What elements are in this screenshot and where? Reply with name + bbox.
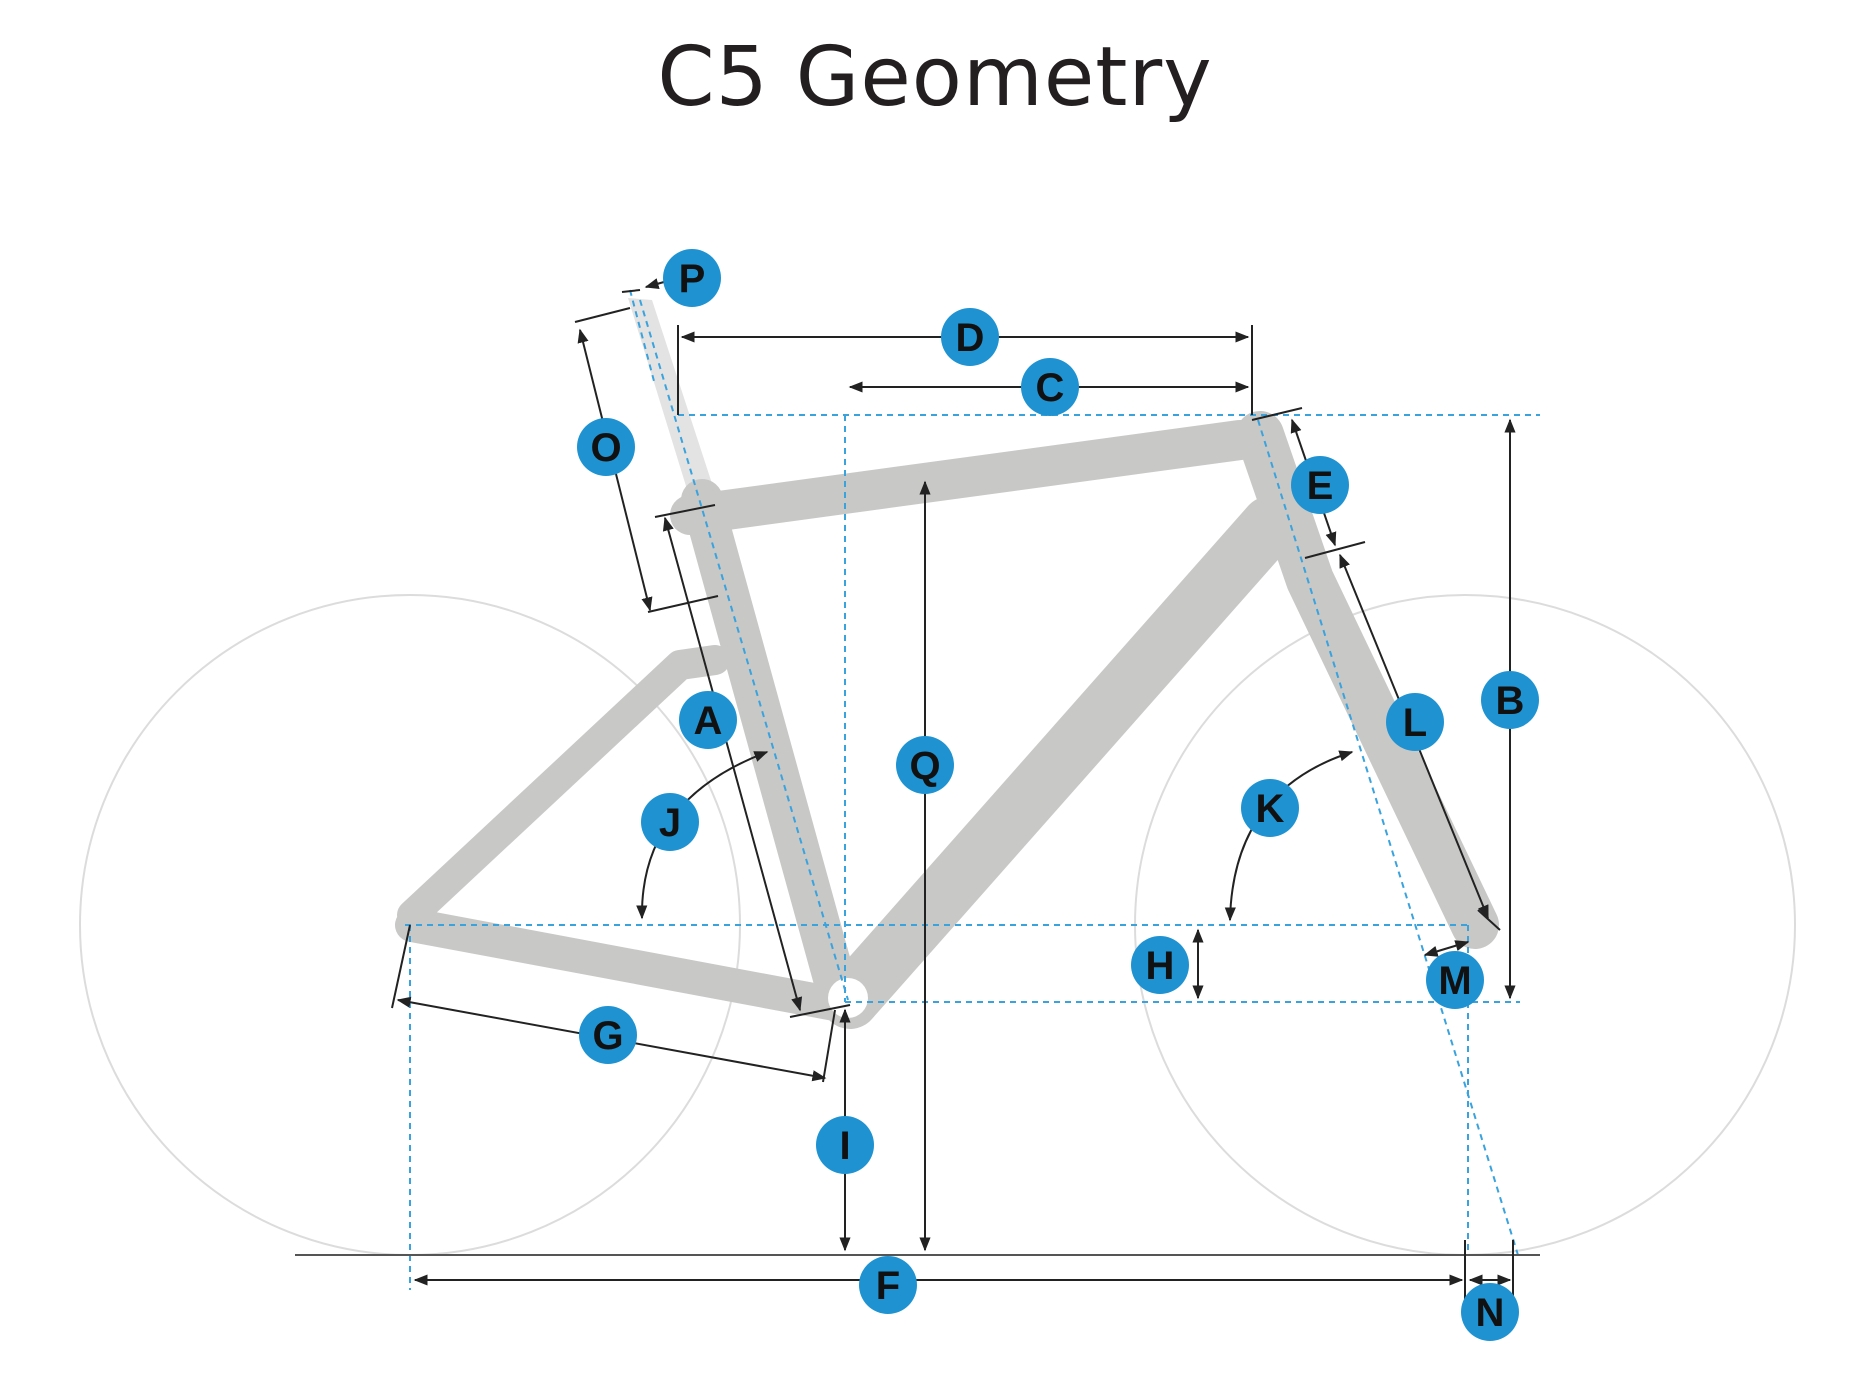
badge-b: B <box>1481 671 1539 729</box>
badge-label: J <box>659 801 681 845</box>
badge-label: L <box>1403 701 1427 745</box>
badge-q: Q <box>896 736 954 794</box>
badge-label: I <box>839 1124 850 1168</box>
badge-label: D <box>956 316 985 360</box>
badge-k: K <box>1241 779 1299 837</box>
badge-label: H <box>1146 944 1175 988</box>
badge-label: E <box>1307 464 1334 508</box>
badge-label: O <box>590 426 621 470</box>
badge-n: N <box>1461 1283 1519 1341</box>
badge-g: G <box>579 1006 637 1064</box>
badge-d: D <box>941 308 999 366</box>
badge-e: E <box>1291 456 1349 514</box>
label-badges: P D C O E B A L Q J K H M G I F N <box>577 249 1539 1341</box>
diagram-title: C5 Geometry <box>657 30 1213 125</box>
badge-label: A <box>694 699 723 743</box>
badge-label: M <box>1438 959 1471 1003</box>
badge-label: G <box>592 1014 623 1058</box>
badge-i: I <box>816 1116 874 1174</box>
badge-l: L <box>1386 693 1444 751</box>
badge-label: F <box>876 1264 900 1308</box>
badge-m: M <box>1426 951 1484 1009</box>
badge-label: P <box>679 257 706 301</box>
badge-p: P <box>663 249 721 307</box>
badge-j: J <box>641 793 699 851</box>
badge-label: B <box>1496 679 1525 723</box>
guide-lines <box>405 289 1540 1290</box>
bike-frame <box>395 411 1499 1029</box>
badge-label: C <box>1036 366 1065 410</box>
badge-label: N <box>1476 1291 1505 1335</box>
badge-a: A <box>679 691 737 749</box>
badge-label: Q <box>909 744 940 788</box>
badge-c: C <box>1021 358 1079 416</box>
badge-label: K <box>1256 787 1285 831</box>
badge-f: F <box>859 1256 917 1314</box>
badge-h: H <box>1131 936 1189 994</box>
badge-o: O <box>577 418 635 476</box>
